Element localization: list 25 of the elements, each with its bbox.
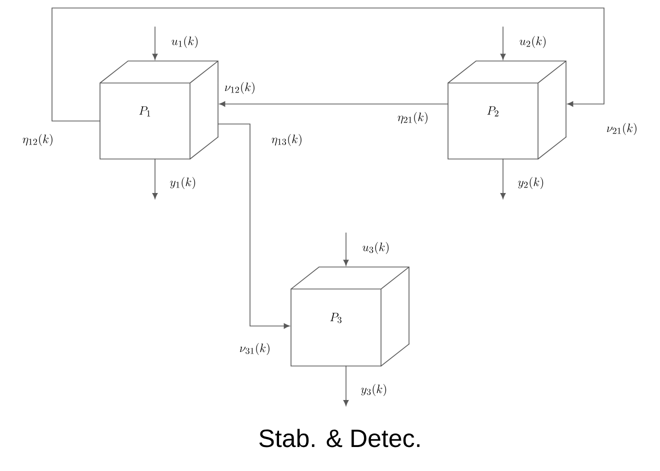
arrow	[343, 366, 349, 406]
cube-box: $P_2$	[448, 60, 566, 160]
arrow	[152, 26, 158, 60]
edge-label: $u_3(k)$	[362, 242, 389, 254]
port-label: $\eta_{12}(k)$	[22, 134, 52, 146]
arrow	[218, 124, 290, 329]
port-label: $\eta_{21}(k)$	[398, 112, 428, 124]
edge-label: $u_2(k)$	[520, 36, 546, 48]
arrow	[152, 158, 158, 199]
port-label: $\nu_{21}(k)$	[607, 123, 636, 136]
caption: Stab. & Detec.	[259, 428, 420, 448]
cube-box: $P_3$	[290, 266, 410, 366]
edge-label: $u_1(k)$	[172, 36, 198, 48]
port-label: $\nu_{31}(k)$	[240, 343, 270, 356]
edge-label: $y_2(k)$	[518, 177, 544, 190]
arrow	[343, 232, 349, 266]
arrow	[500, 158, 506, 199]
edge-label: $y_3(k)$	[361, 384, 386, 396]
arrow	[500, 26, 506, 60]
arrow	[52, 8, 604, 122]
cube-box: $P_1$	[100, 60, 218, 160]
port-label: $\eta_{13}(k)$	[272, 134, 302, 146]
edge-label: $y_1(k)$	[170, 177, 196, 190]
port-label: $\nu_{12}(k)$	[225, 82, 254, 94]
arrow	[219, 101, 448, 107]
